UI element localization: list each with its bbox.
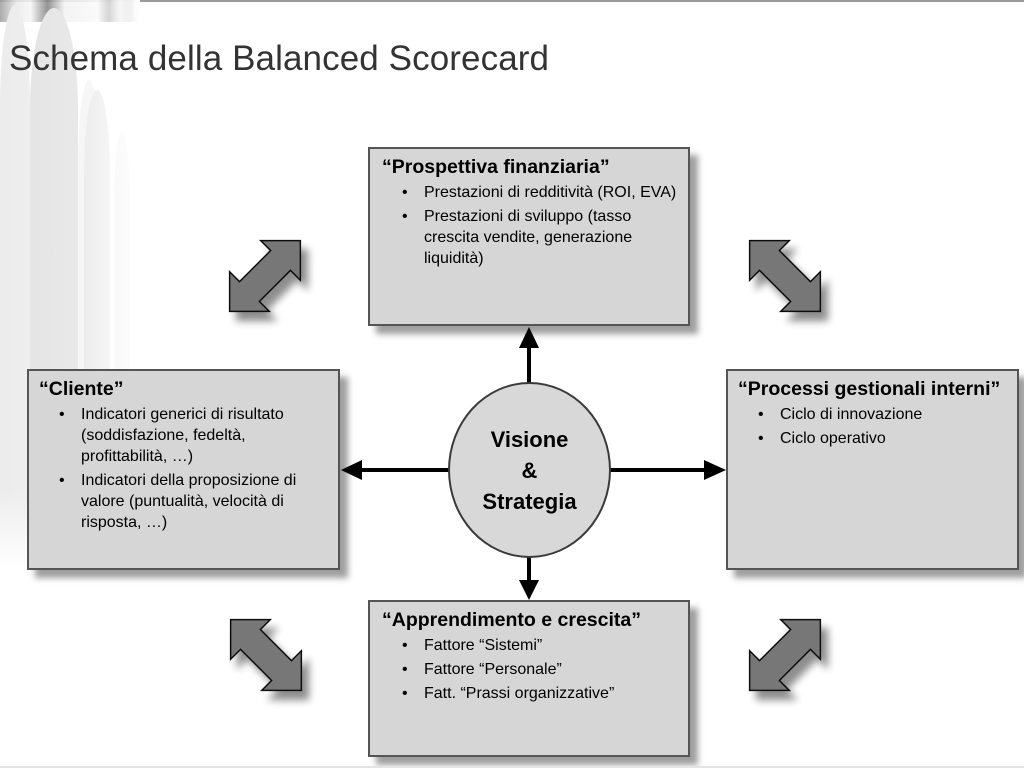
customer-perspective-heading: “Cliente”	[39, 378, 124, 400]
bullet-icon: •	[402, 685, 408, 702]
list-item: • Fattore “Sistemi”	[402, 635, 678, 656]
financial-perspective-list: • Prestazioni di redditività (ROI, EVA) •…	[402, 182, 678, 269]
center-label-line3: Strategia	[482, 488, 577, 514]
vision-strategy-circle: Visione & Strategia	[448, 382, 611, 558]
list-item: • Indicatori della proposizione di valore…	[59, 470, 330, 533]
internal-processes-heading: “Processi gestionali interni”	[738, 378, 1001, 400]
learning-growth-box: “Apprendimento e crescita” • Fattore “Sis…	[368, 600, 690, 757]
bullet-icon: •	[402, 208, 408, 225]
customer-perspective-list: • Indicatori generici di risultato (soddi…	[59, 404, 330, 533]
cycle-arrow-top-right-icon	[729, 220, 841, 332]
list-item-text: Fattore “Sistemi”	[424, 637, 543, 654]
internal-processes-list: • Ciclo di innovazione • Ciclo operativo	[758, 404, 1009, 449]
financial-perspective-heading: “Prospettiva finanziaria”	[382, 156, 610, 178]
list-item-text: Indicatori generici di risultato (soddis…	[81, 406, 284, 465]
connector-down-arrow	[519, 557, 539, 600]
list-item: • Ciclo di innovazione	[758, 404, 1009, 425]
list-item: • Prestazioni di sviluppo (tasso crescita…	[402, 206, 678, 269]
center-label-line2: &	[521, 457, 538, 483]
bullet-icon: •	[402, 637, 408, 654]
cycle-arrow-top-left-icon	[209, 220, 321, 332]
bullet-icon: •	[59, 406, 65, 423]
list-item-text: Ciclo di innovazione	[780, 406, 923, 423]
cycle-arrow-bottom-left-icon	[210, 599, 322, 711]
list-item-text: Prestazioni di redditività (ROI, EVA)	[424, 184, 677, 201]
bullet-icon: •	[402, 184, 408, 201]
learning-growth-list: •Fattore “Sistemi” •Fattore “Personale” …	[402, 635, 678, 704]
list-item: • Fatt. “Prassi organizzative”	[402, 683, 678, 704]
cycle-arrow-bottom-right-icon	[729, 599, 841, 711]
bottom-rule	[0, 766, 1024, 768]
learning-growth-heading: “Apprendimento e crescita”	[382, 609, 641, 631]
top-rule	[0, 0, 1024, 2]
list-item-text: Fatt. “Prassi organizzative”	[424, 685, 615, 702]
customer-perspective-box: “Cliente” • Indicatori generici di risult…	[27, 369, 340, 570]
list-item: • Prestazioni di redditività (ROI, EVA)	[402, 182, 678, 203]
center-label-line1: Visione	[490, 426, 569, 452]
list-item: • Fattore “Personale”	[402, 659, 678, 680]
bullet-icon: •	[402, 661, 408, 678]
list-item-text: Ciclo operativo	[780, 430, 886, 447]
list-item-text: Prestazioni di sviluppo (tasso crescita …	[424, 208, 633, 267]
list-item: • Indicatori generici di risultato (soddi…	[59, 404, 330, 467]
slide-title: Schema della Balanced Scorecard	[9, 39, 550, 78]
internal-processes-box: “Processi gestionali interni” • Ciclo di …	[726, 369, 1019, 570]
list-item-text: Indicatori della proposizione di valore …	[81, 472, 297, 531]
list-item: • Ciclo operativo	[758, 428, 1009, 449]
connector-up-arrow	[519, 327, 539, 384]
connector-right-arrow	[610, 460, 726, 480]
list-item-text: Fattore “Personale”	[424, 661, 562, 678]
financial-perspective-box: “Prospettiva finanziaria” • Prestazioni d…	[368, 147, 690, 326]
connector-left-arrow	[341, 460, 449, 480]
bullet-icon: •	[59, 472, 65, 489]
bullet-icon: •	[758, 406, 764, 423]
bullet-icon: •	[758, 430, 764, 447]
